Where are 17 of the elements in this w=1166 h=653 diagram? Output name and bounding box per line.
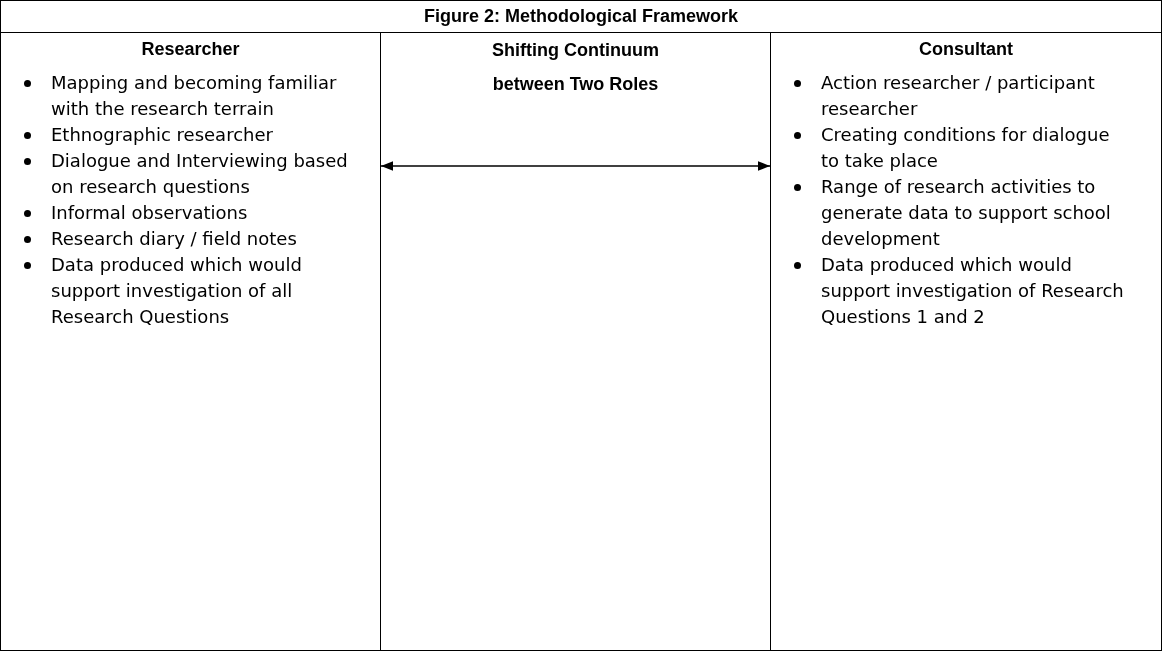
table-column (770, 32, 1162, 651)
table-column (0, 32, 381, 651)
bullet-text: Data produced which would support investigation of all Research Questions (51, 254, 302, 327)
bullet-text: Mapping and becoming familiar with the research terrain (51, 72, 337, 119)
bullet-text: Range of research activities to generate data to support school development (821, 176, 1111, 249)
column-heading: Shifting Continuum between Two Roles (491, 39, 660, 96)
column-heading: Consultant (918, 39, 1014, 60)
bullet-text: Data produced which would support investigation of Research Questions 1 and 2 (821, 254, 1124, 327)
bullet-text: Creating conditions for dialogue to take place (821, 124, 1110, 171)
table-title: Figure 2: Methodological Framework (0, 0, 1162, 33)
double-headed-arrow (380, 161, 771, 171)
bullet-text: Dialogue and Interviewing based on research questions (51, 150, 348, 197)
bullet-text: Action researcher / participant researcher (821, 72, 1095, 119)
bullet-text: Research diary / field notes (51, 228, 297, 249)
bullet-text: Ethnographic researcher (51, 124, 273, 145)
column-heading: Researcher (140, 39, 241, 60)
bullet-text: Informal observations (51, 202, 248, 223)
